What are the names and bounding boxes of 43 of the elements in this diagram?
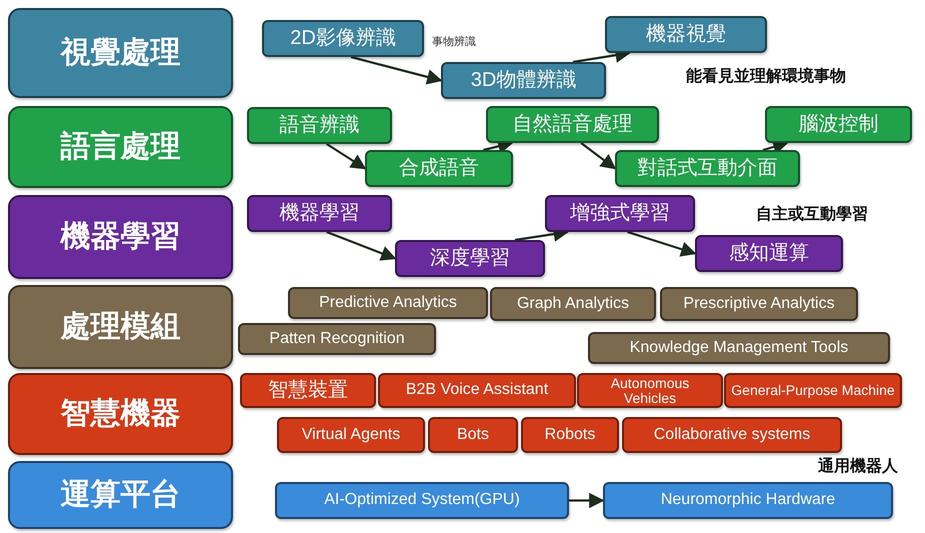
item-box: 3D物體辨識	[441, 62, 606, 99]
item-box: B2B Voice Assistant	[378, 373, 576, 408]
item-box: General-Purpose Machine	[724, 373, 902, 408]
category-box: 機器學習	[8, 195, 233, 279]
arrow	[627, 230, 696, 257]
item-box: 語音辨識	[247, 107, 392, 144]
item-box: 機器學習	[247, 195, 392, 232]
category-box: 運算平台	[8, 461, 233, 529]
item-box: Patten Recognition	[238, 323, 436, 355]
arrow	[350, 56, 442, 84]
item-box: 增強式學習	[545, 195, 695, 232]
category-box: 智慧機器	[8, 373, 233, 455]
item-box: Prescriptive Analytics	[660, 287, 858, 321]
item-box: 腦波控制	[765, 106, 912, 143]
item-box: Neuromorphic Hardware	[603, 482, 893, 519]
item-box: Graph Analytics	[490, 287, 656, 321]
annotation: 通用機器人	[818, 456, 898, 477]
item-box: AI-Optimized System(GPU)	[275, 482, 569, 519]
annotation: 能看見並理解環境事物	[686, 66, 846, 87]
item-box: 對話式互動介面	[615, 150, 800, 187]
category-box: 語言處理	[8, 106, 233, 188]
item-box: Robots	[521, 417, 619, 453]
arrow	[326, 143, 366, 170]
item-box: Bots	[428, 417, 518, 453]
item-box: 2D影像辨識	[262, 20, 424, 57]
category-box: 處理模組	[8, 285, 233, 369]
item-box: Virtual Agents	[277, 417, 425, 453]
annotation: 自主或互動學習	[756, 204, 868, 225]
arrow	[326, 230, 396, 261]
item-box: 機器視覺	[605, 16, 767, 53]
item-box: Predictive Analytics	[288, 287, 488, 319]
item-box: 智慧裝置	[240, 373, 376, 408]
item-box: 深度學習	[395, 240, 545, 277]
item-box: 感知運算	[695, 235, 843, 272]
item-box: Collaborative systems	[622, 417, 842, 453]
side-note: 事物辨識	[432, 34, 476, 49]
arrow	[580, 142, 616, 170]
item-box: Autonomous Vehicles	[577, 373, 723, 408]
item-box: Knowledge Management Tools	[588, 332, 890, 364]
category-box: 視覺處理	[8, 8, 233, 98]
item-box: 自然語音處理	[486, 106, 659, 143]
item-box: 合成語音	[365, 150, 513, 187]
arrow	[569, 492, 605, 508]
